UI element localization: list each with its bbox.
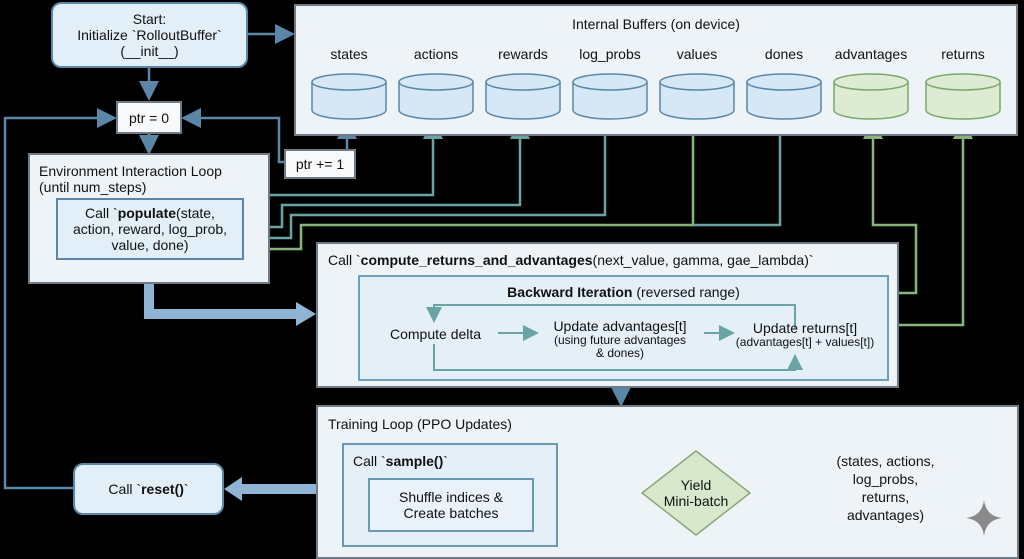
populate-line2: action, reward, log_prob, [72,221,228,237]
arrow-reset-to-ptr [3,108,117,490]
yield-label: Yield Mini-batch [663,477,729,509]
shuffle-node: Shuffle indices & Create batches [368,478,534,532]
buffer-label-values: values [676,46,718,62]
line-dones [693,116,782,227]
buffer-label-log-probs: log_probs [579,46,641,62]
reset-node: Call `reset()` [73,463,224,515]
start-line1: Start: [132,11,167,27]
ptr-init-label: ptr = 0 [128,109,170,126]
arrow-ptrinc-to-ptr [181,108,285,164]
line-values-dones [239,116,695,259]
environment-loop-title: Environment Interaction Loop (until num_… [39,163,222,195]
buffer-label-returns: returns [941,46,985,62]
backward-iteration-panel: Backward Iteration (reversed range) Comp… [358,275,889,381]
arrow-env-to-compute [144,284,300,319]
start-node: Start: Initialize `RolloutBuffer` (__ini… [51,2,248,68]
sample-panel: Call `sample()` Shuffle indices & Create… [342,443,558,547]
buffer-label-advantages: advantages [834,46,908,62]
ptr-init-node: ptr = 0 [116,101,182,134]
environment-loop-title-line1: Environment Interaction Loop [39,163,222,179]
training-loop-panel: Training Loop (PPO Updates) Call `sample… [316,405,1019,559]
internal-buffers-title: Internal Buffers (on device) [572,16,740,32]
backward-iteration-title: Backward Iteration (reversed range) [507,284,740,300]
ptr-increment-label: ptr += 1 [295,156,345,172]
buffer-cylinder-advantages [833,73,909,120]
buffer-cylinder-values [659,73,735,120]
ptr-increment-node: ptr += 1 [284,149,356,179]
update-advantages-step: Update advantages[t] (using future advan… [553,318,687,360]
reset-label: Call `reset()` [108,481,189,497]
backward-loop-arrows [426,304,803,371]
minibatch-outputs: (states, actions, log_probs, returns, ad… [836,453,935,523]
compute-returns-panel: Call `compute_returns_and_advantages(nex… [316,242,899,388]
buffer-cylinder-states [311,73,387,120]
arrow-compute-to-advantages [863,119,918,295]
shuffle-line1: Shuffle indices & [398,489,504,505]
buffer-label-states: states [330,46,368,62]
update-returns-step: Update returns[t] (advantages[t] + value… [735,320,875,349]
environment-loop-panel: Environment Interaction Loop (until num_… [28,153,270,284]
buffer-cylinder-dones [746,73,822,120]
buffer-cylinder-rewards [485,73,561,120]
buffer-label-dones: dones [764,46,804,62]
populate-line3: value, done) [111,237,189,253]
buffer-label-actions: actions [413,46,459,62]
yield-diamond [640,450,752,536]
environment-loop-title-line2: (until num_steps) [39,179,147,195]
buffer-cylinder-returns [925,73,1001,120]
start-line2: Initialize `RolloutBuffer` [77,27,222,43]
compute-delta-step: Compute delta [390,326,482,342]
arrow-compute-to-returns [886,119,973,327]
shuffle-line2: Create batches [403,505,499,521]
compute-returns-title: Call `compute_returns_and_advantages(nex… [328,252,814,268]
buffer-label-rewards: rewards [498,46,548,62]
line-populate-logprobs [242,116,607,240]
internal-buffers-panel: Internal Buffers (on device) states actio… [294,4,1018,136]
buffer-cylinder-log-probs [572,73,648,120]
sample-title: Call `sample()` [353,453,448,469]
buffer-cylinder-actions [398,73,474,120]
training-loop-title: Training Loop (PPO Updates) [328,416,512,432]
populate-node: Call `populate(state, action, reward, lo… [56,198,244,260]
populate-line1: Call `populate(state, [85,205,215,221]
sparkle-icon [966,500,1002,536]
start-line3: (__init__) [120,43,179,59]
